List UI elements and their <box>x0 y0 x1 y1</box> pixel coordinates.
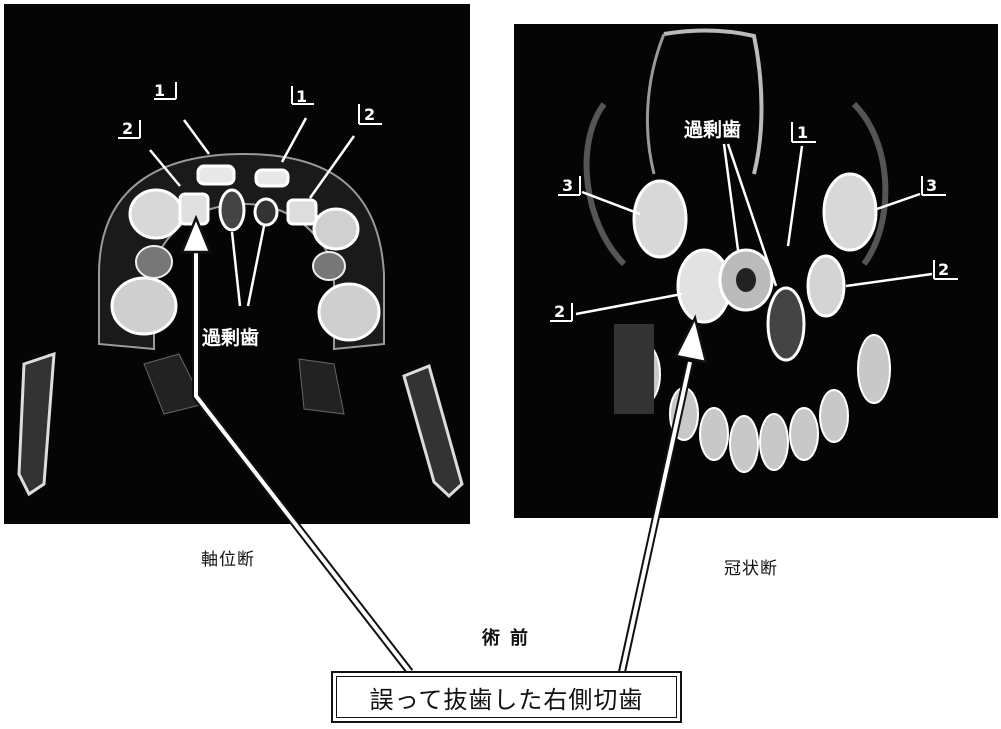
label-tooth-3-left: 3 <box>562 176 573 195</box>
tooth-premolar-left <box>128 188 184 240</box>
supernumerary-tooth-coronal-b <box>766 286 806 362</box>
tooth-incisor-2-left <box>178 192 210 226</box>
supernumerary-tooth-b <box>253 197 279 227</box>
caption-coronal: 冠状断 <box>724 559 778 579</box>
label-tooth-2-left-coronal: 2 <box>554 302 565 321</box>
label-tooth-1-left: 1 <box>154 81 165 100</box>
tooth-canine-left <box>632 179 688 259</box>
axial-ct-image: 1 1 2 2 過剰歯 <box>4 4 470 524</box>
mandible-ramus-left <box>17 351 56 497</box>
label-supernumerary-coronal: 過剰歯 <box>684 118 741 141</box>
coronal-ct-image: 過剰歯 1 3 3 2 2 <box>514 24 998 518</box>
tooth-incisor-1-right <box>254 168 290 188</box>
supernumerary-tooth-a <box>218 188 246 232</box>
tooth-incisor-2-right <box>286 198 318 226</box>
callout-box: 誤って抜歯した右側切歯 <box>331 671 682 723</box>
label-tooth-1-coronal: 1 <box>797 123 808 142</box>
tooth-molar-right <box>317 282 381 342</box>
label-supernumerary-axial: 過剰歯 <box>202 326 259 349</box>
label-tooth-1-right: 1 <box>296 87 307 106</box>
tooth-canine-right <box>822 172 878 252</box>
coronal-ct-drawing: 過剰歯 1 3 3 2 2 <box>550 28 958 473</box>
label-tooth-2-right: 2 <box>364 105 375 124</box>
axial-ct-drawing: 1 1 2 2 過剰歯 <box>17 81 464 499</box>
mandible-ramus-right <box>402 363 464 499</box>
label-tooth-2-right-coronal: 2 <box>938 260 949 279</box>
caption-preop: 術前 <box>482 628 538 649</box>
callout-text: 誤って抜歯した右側切歯 <box>369 685 644 714</box>
tooth-incisor-2-right-coronal <box>806 254 846 318</box>
tooth-molar-left <box>110 276 178 336</box>
tooth-premolar-right <box>312 207 360 251</box>
caption-axial: 軸位断 <box>201 550 255 570</box>
label-tooth-3-right: 3 <box>926 176 937 195</box>
label-tooth-2-left: 2 <box>122 119 133 138</box>
tooth-incisor-1-left <box>196 164 236 186</box>
